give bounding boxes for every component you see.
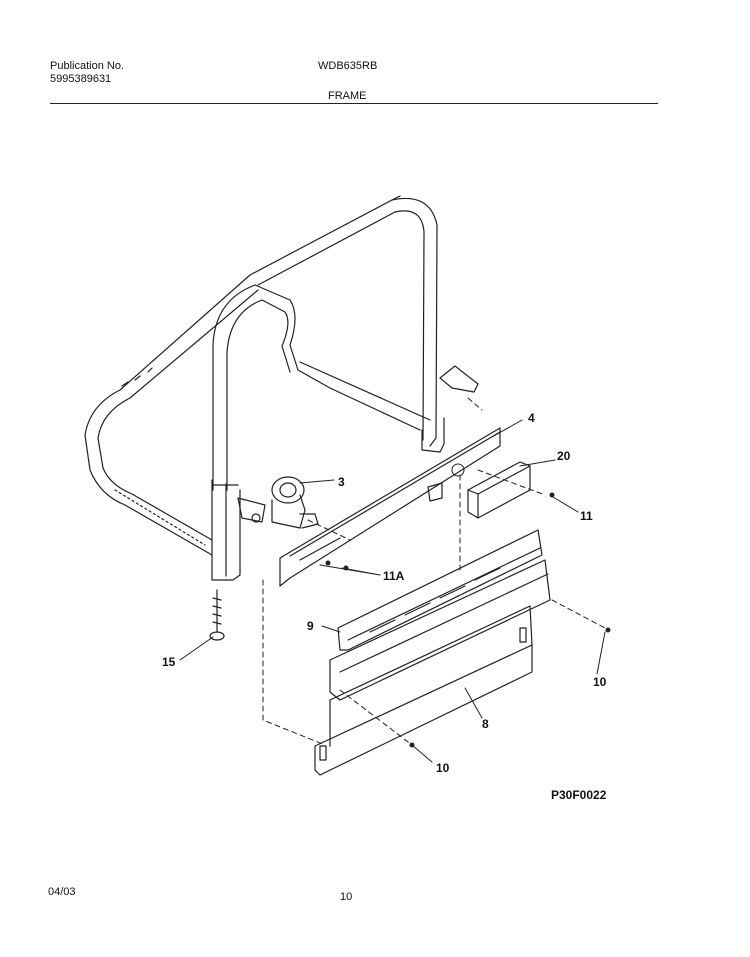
part-9-panel xyxy=(329,529,551,701)
callout-11a: 11A xyxy=(383,569,405,583)
leader-lines xyxy=(179,419,606,763)
frame-right-post xyxy=(421,417,445,453)
model-number: WDB635RB xyxy=(318,60,378,72)
frame-side-rail xyxy=(84,274,259,556)
callout-3: 3 xyxy=(338,475,345,489)
part-4-bar xyxy=(279,427,501,587)
callout-9: 9 xyxy=(307,619,314,633)
publication-date: 04/03 xyxy=(48,886,76,898)
fasteners xyxy=(325,463,611,748)
callout-10-bottom: 10 xyxy=(436,761,450,775)
callout-10-right: 10 xyxy=(593,675,607,689)
frame-left-post xyxy=(211,479,241,581)
header-rule xyxy=(50,103,658,104)
publication-label: Publication No. xyxy=(50,60,124,72)
part-8-kickplate xyxy=(314,605,533,776)
screw-15 xyxy=(209,589,225,641)
callout-8: 8 xyxy=(482,717,489,731)
part-3-valve xyxy=(251,476,319,529)
left-bracket xyxy=(237,497,266,523)
callout-11: 11 xyxy=(580,509,593,523)
callout-4: 4 xyxy=(528,411,535,425)
section-title: FRAME xyxy=(328,90,367,102)
diagram-code: P30F0022 xyxy=(551,788,607,802)
part-20-cover xyxy=(467,461,531,519)
assembly-lines xyxy=(262,397,606,746)
publication-number: 5995389631 xyxy=(50,73,112,85)
callout-15: 15 xyxy=(162,655,176,669)
right-bracket xyxy=(439,365,479,393)
callout-20: 20 xyxy=(557,449,571,463)
page-number: 10 xyxy=(340,891,353,903)
frame-rear-loop xyxy=(249,195,438,447)
frame-front-loop xyxy=(212,284,431,491)
bar-clip xyxy=(427,482,443,502)
